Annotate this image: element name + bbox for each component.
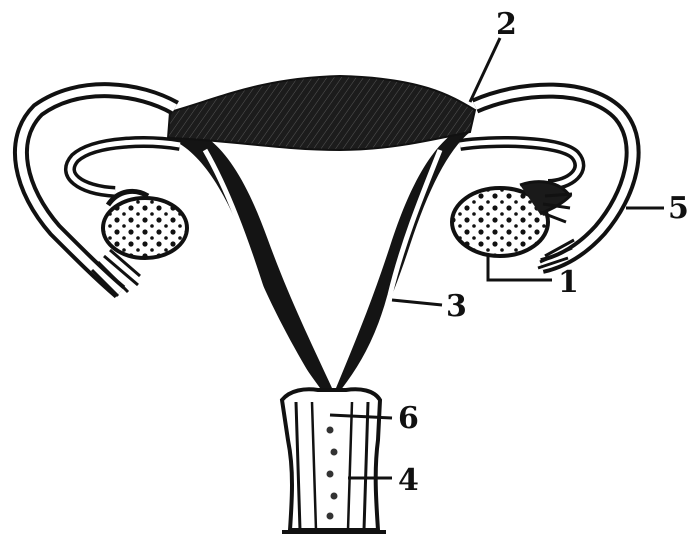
cervix-vagina — [282, 389, 386, 532]
uterine-wall-left — [168, 138, 332, 388]
ovary-left — [103, 191, 187, 258]
uterine-wall — [168, 76, 475, 388]
uterine-fundus — [168, 76, 475, 150]
leader-3 — [392, 300, 442, 305]
label-5: 5 — [668, 191, 689, 226]
ovary-right — [452, 182, 572, 256]
label-1: 1 — [558, 265, 579, 300]
label-4: 4 — [398, 463, 419, 498]
label-3: 3 — [446, 289, 467, 324]
label-6: 6 — [398, 401, 419, 436]
uterine-wall-right — [336, 132, 470, 388]
label-2: 2 — [496, 7, 517, 42]
